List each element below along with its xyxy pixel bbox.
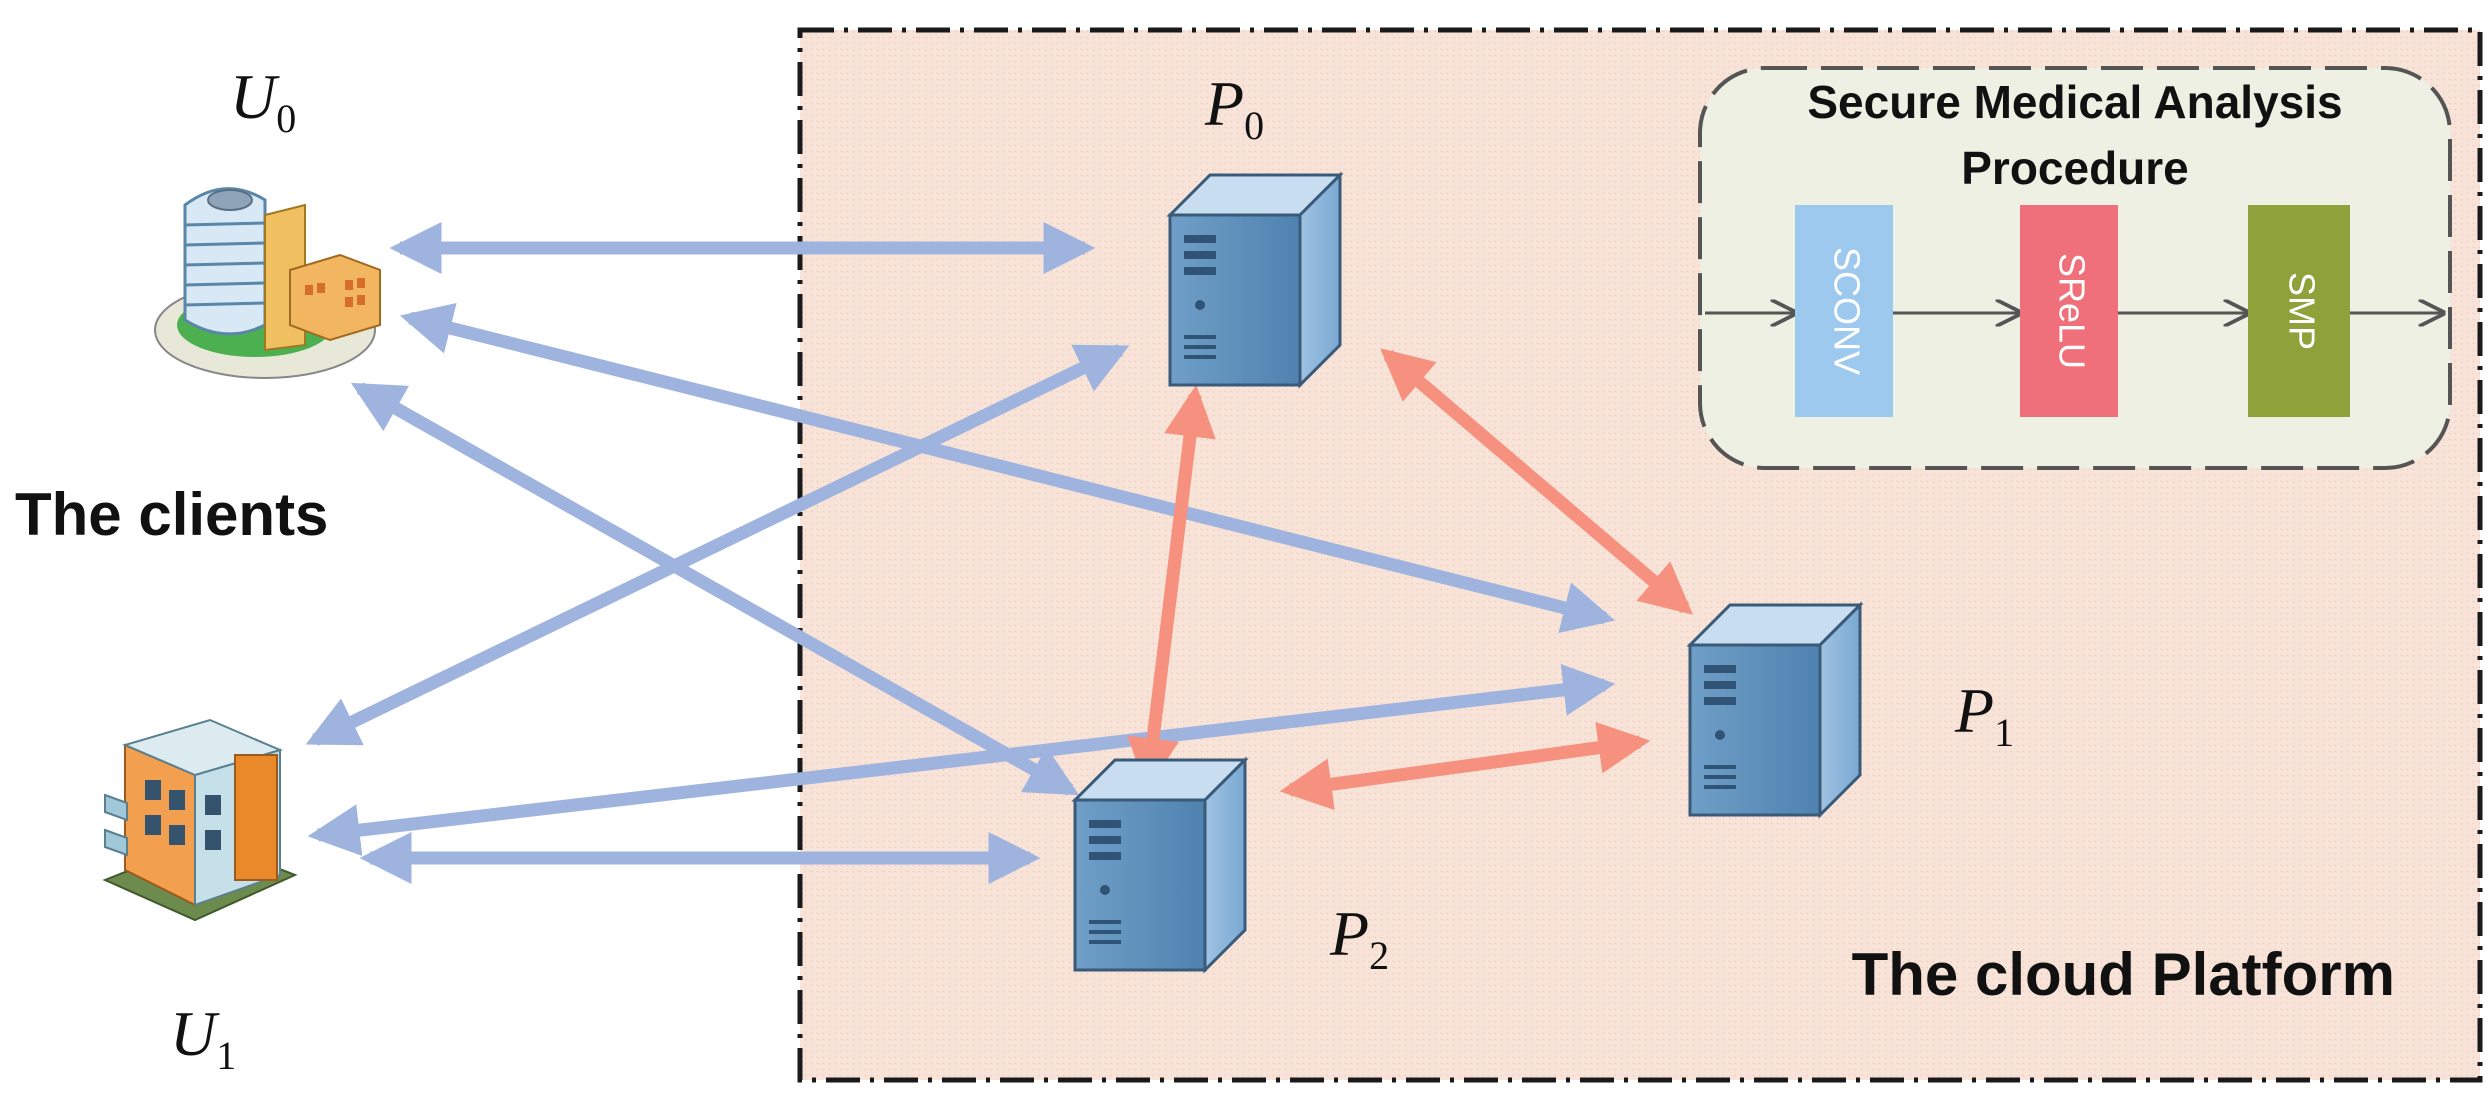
label-u0: U0 [230, 61, 296, 141]
server-links [1127, 348, 1693, 811]
step-smp-label: SMP [2281, 272, 2322, 350]
server-p2-icon [1071, 756, 1249, 974]
link-p2-p1 [1279, 721, 1651, 811]
link-p0-p2 [1127, 384, 1216, 791]
office-building-icon [102, 718, 298, 922]
label-p1: P1 [1954, 675, 2014, 755]
server-p1-icon [1686, 601, 1864, 819]
step-srelu: SReLU [2020, 205, 2118, 417]
link-u1-p1 [307, 663, 1616, 857]
label-p0: P0 [1204, 68, 1264, 148]
label-p2: P2 [1329, 898, 1389, 978]
procedure-title-line1: Secure Medical Analysis [1807, 76, 2342, 128]
label-u1: U1 [170, 998, 236, 1078]
step-sconv-label: SCONV [1826, 247, 1867, 375]
hospital-building-icon [154, 187, 381, 379]
clients-title: The clients [15, 481, 328, 548]
procedure-title-line2: Procedure [1961, 142, 2189, 194]
procedure-panel: Secure Medical Analysis Procedure SCONV … [1698, 66, 2452, 470]
server-p0-icon [1166, 171, 1344, 389]
step-sconv: SCONV [1795, 205, 1893, 417]
cloud-platform-title: The cloud Platform [1852, 941, 2395, 1008]
step-smp: SMP [2248, 205, 2350, 417]
link-p0-p1 [1380, 348, 1693, 615]
step-srelu-label: SReLU [2051, 253, 2092, 369]
